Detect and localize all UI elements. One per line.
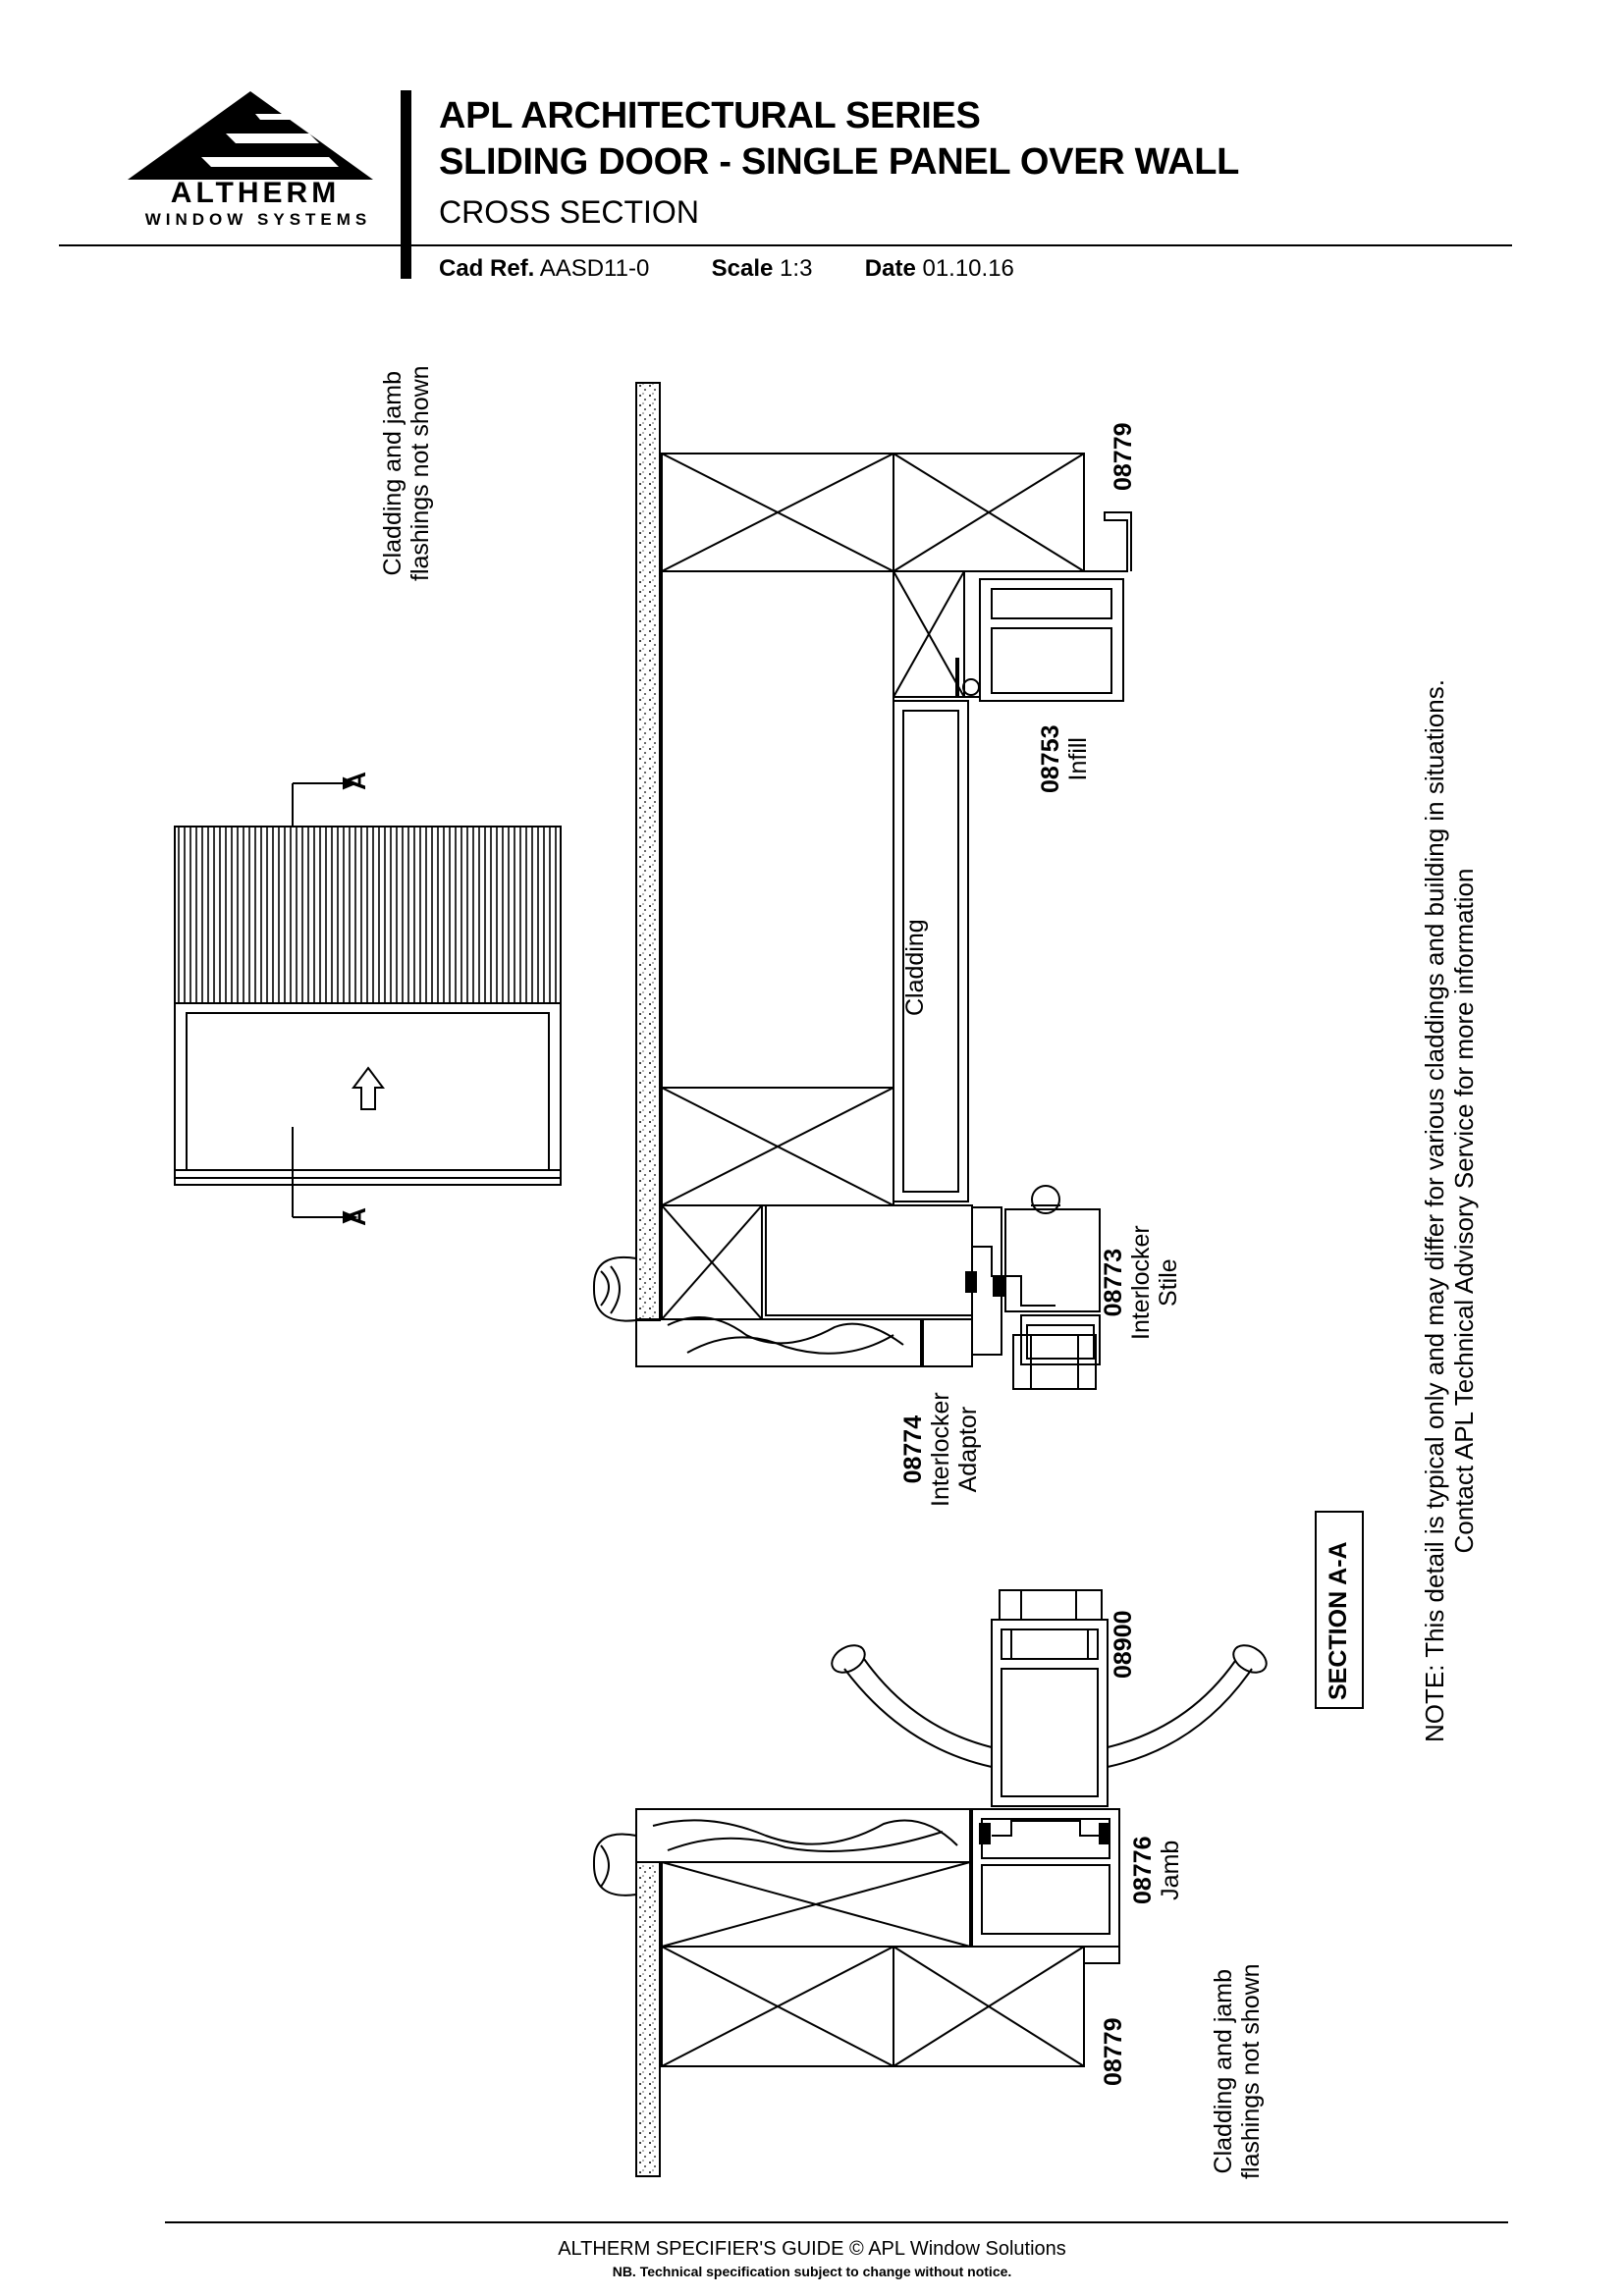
date-value: 01.10.16 xyxy=(922,255,1014,282)
cad-ref-label: Cad Ref. xyxy=(439,255,535,282)
section-label-box xyxy=(1315,1511,1364,1709)
part-08753: 08753 xyxy=(1037,724,1064,793)
part-08900-label: 08900 xyxy=(1110,1610,1137,1679)
altherm-logo-icon xyxy=(128,91,373,180)
header-meta: Cad Ref. AASD11-0 Scale 1:3 Date 01.10.1… xyxy=(439,255,1014,283)
header-line1: APL ARCHITECTURAL SERIES xyxy=(439,95,981,136)
note-block: NOTE: This detail is typical only and ma… xyxy=(1420,679,1479,1742)
cladding-note-top: Cladding and jamb flashings not shown xyxy=(379,365,434,581)
cad-ref-value: AASD11-0 xyxy=(539,255,650,282)
part-08773-name2: Stile xyxy=(1155,1258,1182,1307)
cladding-note-top-line1: Cladding and jamb xyxy=(379,370,406,576)
top-section-detail xyxy=(592,382,1132,1390)
scale-value: 1:3 xyxy=(780,255,813,282)
section-marker-bottom: A xyxy=(341,1207,371,1226)
part-08779-top-label: 08779 xyxy=(1110,422,1137,491)
part-08774-label: 08774 Interlocker Adaptor xyxy=(899,1392,982,1507)
header-line3: CROSS SECTION xyxy=(439,194,699,230)
part-08900: 08900 xyxy=(1110,1610,1137,1679)
bottom-section-detail xyxy=(592,1589,1268,2177)
header-line2: SLIDING DOOR - SINGLE PANEL OVER WALL xyxy=(439,141,1240,183)
part-08779-top: 08779 xyxy=(1110,422,1137,491)
cladding-note-top-line2: flashings not shown xyxy=(406,365,434,581)
elevation-thumbnail xyxy=(174,776,562,1224)
part-08773-label: 08773 Interlocker Stile xyxy=(1100,1225,1182,1340)
cladding-text: Cladding xyxy=(901,919,929,1016)
logo-brand: ALTHERM xyxy=(170,177,341,209)
date-label: Date xyxy=(864,255,916,282)
part-08753-name: Infill xyxy=(1064,737,1092,781)
part-08779-bottom-label: 08779 xyxy=(1100,2017,1127,2086)
logo xyxy=(108,86,393,234)
part-08774-name1: Interlocker xyxy=(927,1392,954,1507)
logo-tagline: WINDOW SYSTEMS xyxy=(144,210,372,229)
header-bar xyxy=(401,90,411,279)
footer-line2: NB. Technical specification subject to c… xyxy=(612,2264,1012,2279)
scale-label: Scale xyxy=(711,255,774,282)
cladding-note-bottom-line2: flashings not shown xyxy=(1237,1963,1265,2179)
part-08776: 08776 xyxy=(1129,1836,1157,1904)
part-08774-name2: Adaptor xyxy=(954,1406,982,1493)
cladding-note-bottom: Cladding and jamb flashings not shown xyxy=(1210,1963,1265,2179)
part-08776-label: 08776 Jamb xyxy=(1129,1836,1184,1904)
note-line2: Contact APL Technical Advisory Service f… xyxy=(1449,868,1479,1554)
footer-line1: ALTHERM SPECIFIER'S GUIDE © APL Window S… xyxy=(558,2238,1066,2260)
header-rule xyxy=(59,244,1512,246)
cladding-note-bottom-line1: Cladding and jamb xyxy=(1210,1968,1237,2174)
section-label: SECTION A-A xyxy=(1325,1541,1353,1700)
note-line1: NOTE: This detail is typical only and ma… xyxy=(1420,679,1449,1742)
part-08776-name: Jamb xyxy=(1157,1840,1184,1900)
cladding-label: Cladding xyxy=(901,919,929,1016)
part-08779-bottom: 08779 xyxy=(1100,2017,1127,2086)
part-08773-name1: Interlocker xyxy=(1127,1225,1155,1340)
section-marker-top: A xyxy=(341,772,371,790)
part-08773: 08773 xyxy=(1100,1248,1127,1317)
section-label-text: SECTION A-A xyxy=(1325,1541,1352,1700)
part-08753-label: 08753 Infill xyxy=(1037,724,1092,793)
part-08774: 08774 xyxy=(899,1415,927,1484)
